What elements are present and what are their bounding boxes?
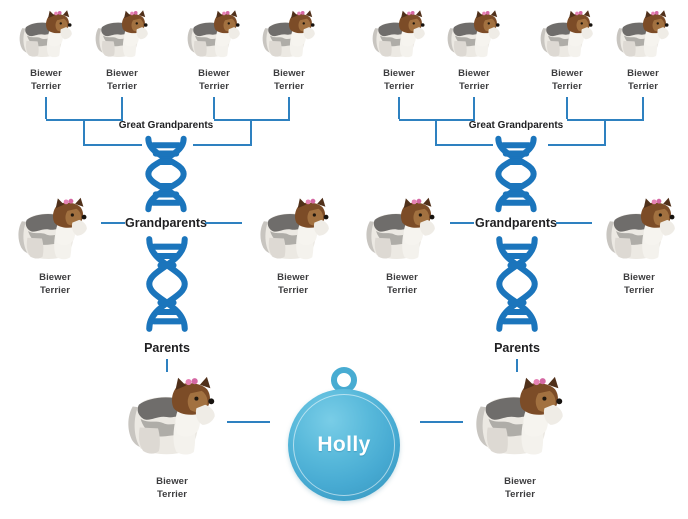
connector-line [227,421,270,423]
connector-line [516,359,518,372]
dog-name-tag: Holly [288,389,400,501]
parent-dog-image [124,375,220,459]
connector-line [166,359,168,372]
connector-line [420,421,463,423]
great-grandparent-breed-label: Biewer Terrier [30,68,62,92]
dna-helix-icon [138,135,194,213]
connector-line [566,97,568,119]
great-grandparent-dog-image [93,9,151,60]
connector-line [121,97,123,119]
grandparent-breed-label: Biewer Terrier [277,272,309,296]
connector-line [642,97,644,119]
grandparent-breed-label: Biewer Terrier [386,272,418,296]
connector-line [473,97,475,119]
great-grandparent-breed-label: Biewer Terrier [627,68,659,92]
pair-bracket [399,119,475,121]
connector-line [548,144,605,146]
great-grandparent-breed-label: Biewer Terrier [273,68,305,92]
parent-breed-label: Biewer Terrier [504,476,536,500]
great-grandparent-dog-image [17,9,75,60]
grandparent-dog-image [603,196,679,263]
connector-line [213,97,215,119]
connector-line [250,119,252,146]
grandparent-dog-image [15,196,91,263]
grandparents-label: Grandparents [475,216,557,230]
connector-line [193,144,251,146]
great-grandparent-dog-image [370,9,428,60]
grandparent-breed-label: Biewer Terrier [623,272,655,296]
great-grandparent-dog-image [538,9,596,60]
great-grandparents-label: Great Grandparents [468,120,564,131]
grandparent-breed-label: Biewer Terrier [39,272,71,296]
dna-helix-icon [139,234,195,334]
connector-line [604,119,606,146]
great-grandparent-dog-image [260,9,318,60]
grandparent-dog-image [363,196,439,263]
grandparents-label: Grandparents [125,216,207,230]
great-grandparent-dog-image [445,9,503,60]
great-grandparents-label: Great Grandparents [118,120,214,131]
connector-line [398,97,400,119]
connector-line [288,97,290,119]
great-grandparent-breed-label: Biewer Terrier [383,68,415,92]
great-grandparent-breed-label: Biewer Terrier [551,68,583,92]
connector-line [84,144,142,146]
parents-label: Parents [494,341,540,355]
great-grandparent-dog-image [185,9,243,60]
pair-bracket [214,119,290,121]
great-grandparent-breed-label: Biewer Terrier [106,68,138,92]
connector-line [205,222,242,224]
dna-helix-icon [489,234,545,334]
connector-line [83,119,85,146]
great-grandparent-breed-label: Biewer Terrier [198,68,230,92]
grandparent-dog-image [257,196,333,263]
parent-breed-label: Biewer Terrier [156,476,188,500]
connector-line [437,144,493,146]
parent-dog-image [472,375,568,459]
great-grandparent-dog-image [614,9,672,60]
connector-line [450,222,474,224]
dna-helix-icon [488,135,544,213]
parents-label: Parents [144,341,190,355]
connector-line [101,222,125,224]
connector-line [435,119,437,146]
connector-line [556,222,592,224]
connector-line [45,97,47,119]
great-grandparent-breed-label: Biewer Terrier [458,68,490,92]
subject-name: Holly [317,433,371,456]
